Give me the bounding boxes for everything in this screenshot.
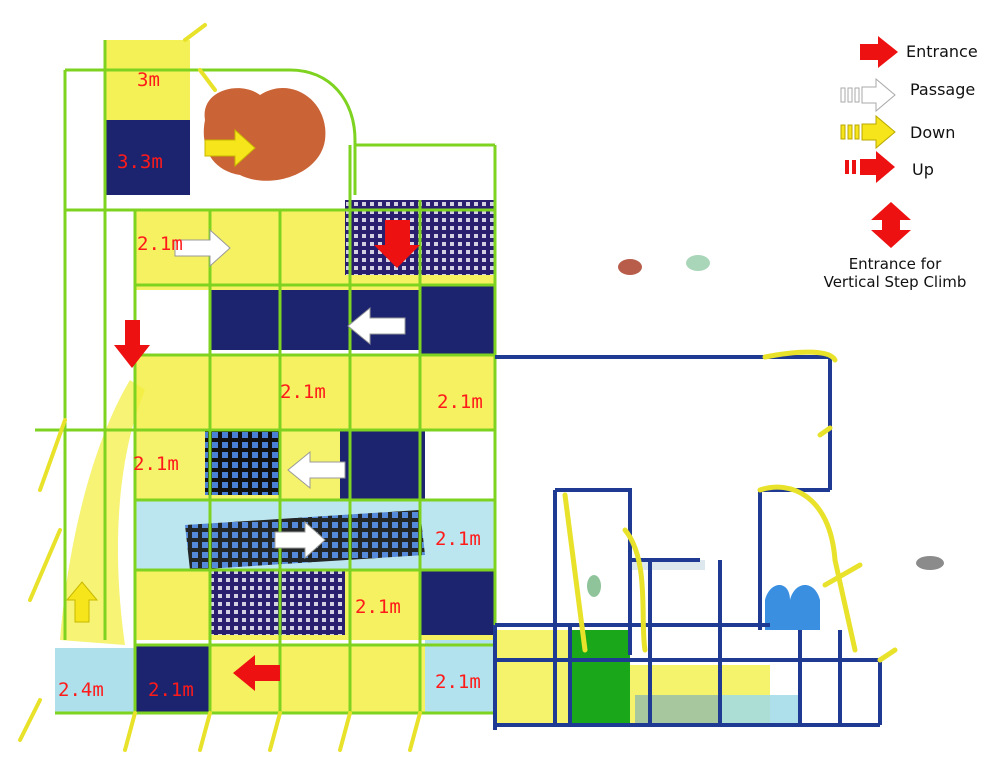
structure-arrows xyxy=(65,128,420,691)
height-label: 2.1m xyxy=(437,391,483,413)
toddler-structure xyxy=(493,349,898,730)
down-arrow-icon xyxy=(840,114,896,150)
legend-entrance-label: Entrance xyxy=(906,42,978,61)
legend-arrows xyxy=(840,36,911,248)
legend-passage-label: Passage xyxy=(910,80,976,99)
passage-arrow-icon xyxy=(840,77,896,113)
legend-up-label: Up xyxy=(912,160,934,179)
legend-vertical-line2: Vertical Step Climb xyxy=(823,273,967,291)
height-label: 2.4m xyxy=(58,679,104,701)
height-label: 2.1m xyxy=(435,671,481,693)
entrance-arrow-icon xyxy=(860,36,898,68)
height-label: 3m xyxy=(137,69,160,91)
up-arrow-icon xyxy=(845,151,895,183)
height-label: 2.1m xyxy=(435,528,481,550)
legend-down-label: Down xyxy=(910,123,956,142)
height-labels: 3m 3.3m 2.1m 2.1m 2.1m 2.1m 2.1m 2.1m 2.… xyxy=(58,69,483,701)
main-structure xyxy=(18,23,497,752)
height-label: 2.1m xyxy=(280,381,326,403)
vertical-entrance-arrow-icon xyxy=(871,202,911,248)
height-label: 2.1m xyxy=(355,596,401,618)
height-label: 2.1m xyxy=(133,453,179,475)
height-label: 2.1m xyxy=(148,679,194,701)
legend-vertical-line1: Entrance for xyxy=(848,255,942,273)
height-label: 2.1m xyxy=(137,233,183,255)
child-figures xyxy=(587,255,944,597)
height-label: 3.3m xyxy=(117,151,163,173)
